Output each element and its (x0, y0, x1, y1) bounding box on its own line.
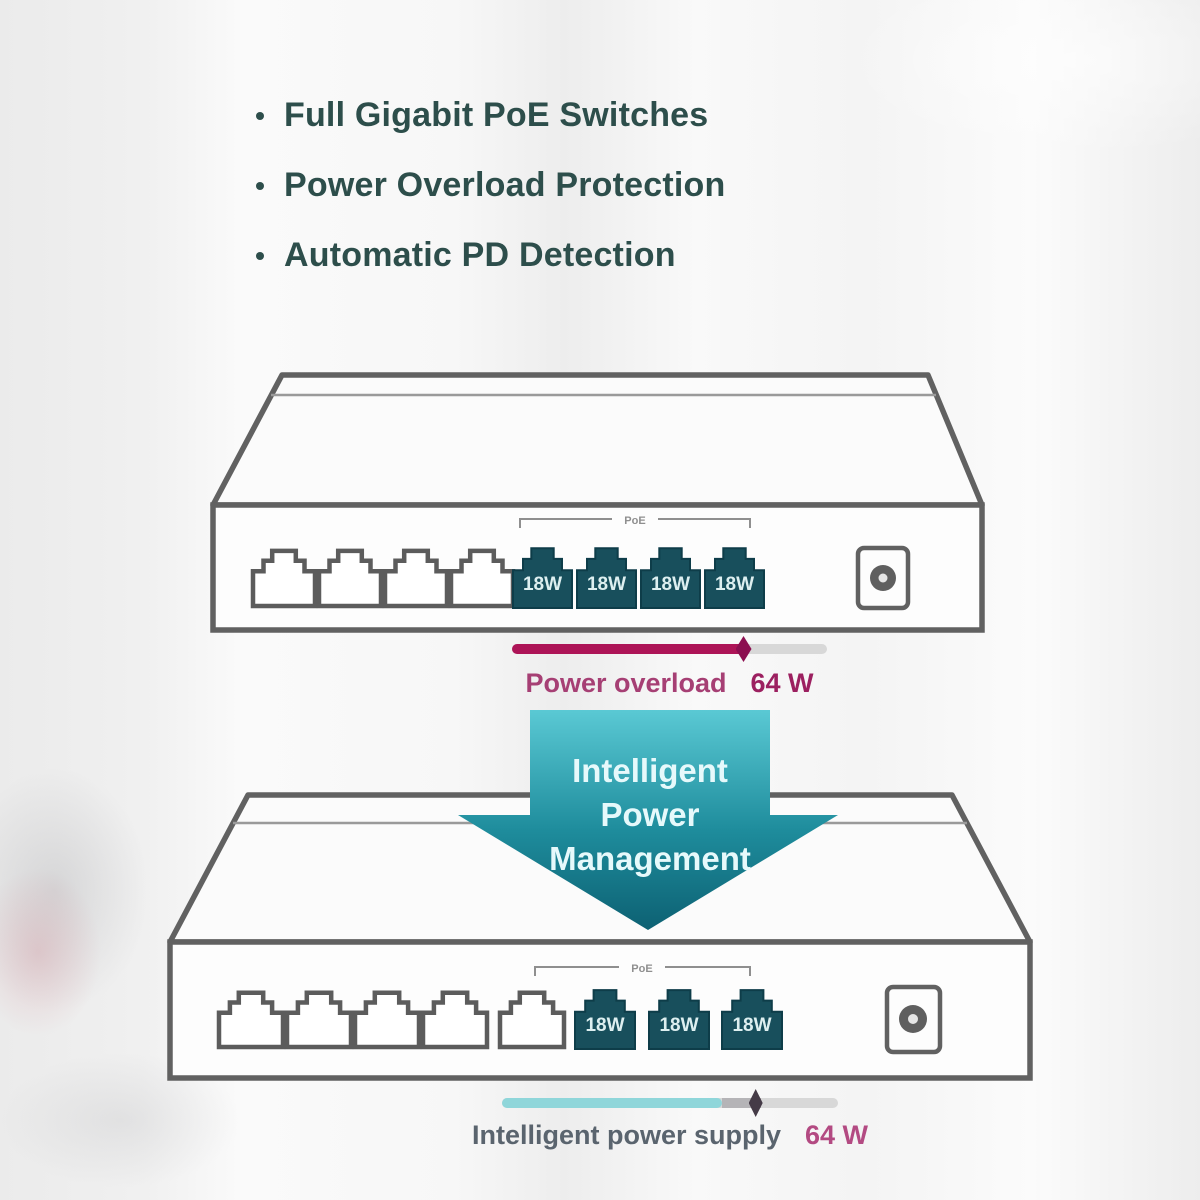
feature-text: Power Overload Protection (284, 166, 726, 204)
poe-port (704, 547, 765, 609)
poe-port (576, 547, 637, 609)
supply-bar-label: Intelligent power supply 64 W (422, 1120, 918, 1151)
poe-port-wattage-label: 18W (715, 574, 754, 595)
arrow-text-line: Intelligent (572, 752, 728, 789)
poe-port-wattage-label: 18W (732, 1015, 771, 1036)
bullet-icon (256, 111, 264, 120)
poe-port-wattage-label: 18W (659, 1015, 698, 1036)
ethernet-port (352, 990, 422, 1050)
overload-limit-marker-icon (735, 636, 752, 662)
poe-bracket (519, 518, 751, 528)
ethernet-port (420, 990, 490, 1050)
poe-port (640, 547, 701, 609)
ethernet-port (284, 990, 354, 1050)
poe-group-label: PoE (631, 963, 652, 975)
intelligent-power-arrow: Intelligent Power Management (458, 710, 838, 930)
supply-value: 64 W (805, 1120, 869, 1150)
feature-text: Automatic PD Detection (284, 236, 676, 274)
poe-port-wattage-label: 18W (523, 574, 562, 595)
power-jack-pin-hole (878, 573, 888, 583)
poe-port-wattage-label: 18W (585, 1015, 624, 1036)
ethernet-port (382, 548, 450, 609)
arrow-text-line: Management (549, 840, 751, 877)
supply-power-bar (502, 1089, 838, 1117)
poe-port-wattage-label: 18W (651, 574, 690, 595)
poe-port (512, 547, 573, 609)
overload-value: 64 W (750, 668, 814, 698)
poe-port (574, 989, 636, 1050)
down-arrow-icon (458, 710, 838, 930)
feature-item: Automatic PD Detection (256, 236, 725, 275)
feature-item: Power Overload Protection (256, 166, 725, 205)
overload-power-bar (512, 636, 827, 662)
overload-bar-label: Power overload 64 W (452, 668, 887, 699)
bullet-icon (256, 181, 264, 190)
ethernet-port (497, 990, 567, 1050)
feature-list: Full Gigabit PoE Switches Power Overload… (256, 96, 725, 275)
top-poe-switch: PoE 18W 18W 18W 18W (210, 372, 985, 633)
poe-port-wattage-label: 18W (587, 574, 626, 595)
feature-item: Full Gigabit PoE Switches (256, 96, 725, 135)
ethernet-port (216, 990, 286, 1050)
bullet-icon (256, 251, 264, 260)
poe-group-label: PoE (624, 515, 645, 527)
arrow-text-line: Power (600, 796, 699, 833)
supply-bar-reserve (722, 1098, 761, 1108)
overload-label-text: Power overload (525, 668, 727, 698)
poe-bracket (534, 966, 751, 976)
ethernet-port (316, 548, 384, 609)
power-jack-pin-hole (908, 1014, 918, 1024)
port-group: 18W 18W 18W 18W (250, 547, 765, 609)
supply-bar-fill (502, 1098, 723, 1108)
supply-label-text: Intelligent power supply (471, 1120, 781, 1150)
poe-port (721, 989, 783, 1050)
supply-limit-marker-icon (748, 1089, 763, 1117)
overload-bar-fill (512, 644, 744, 654)
poe-port (648, 989, 710, 1050)
ethernet-port (448, 548, 516, 609)
port-group: 18W 18W 18W (216, 989, 783, 1050)
feature-text: Full Gigabit PoE Switches (284, 96, 709, 134)
ethernet-port (250, 548, 318, 609)
